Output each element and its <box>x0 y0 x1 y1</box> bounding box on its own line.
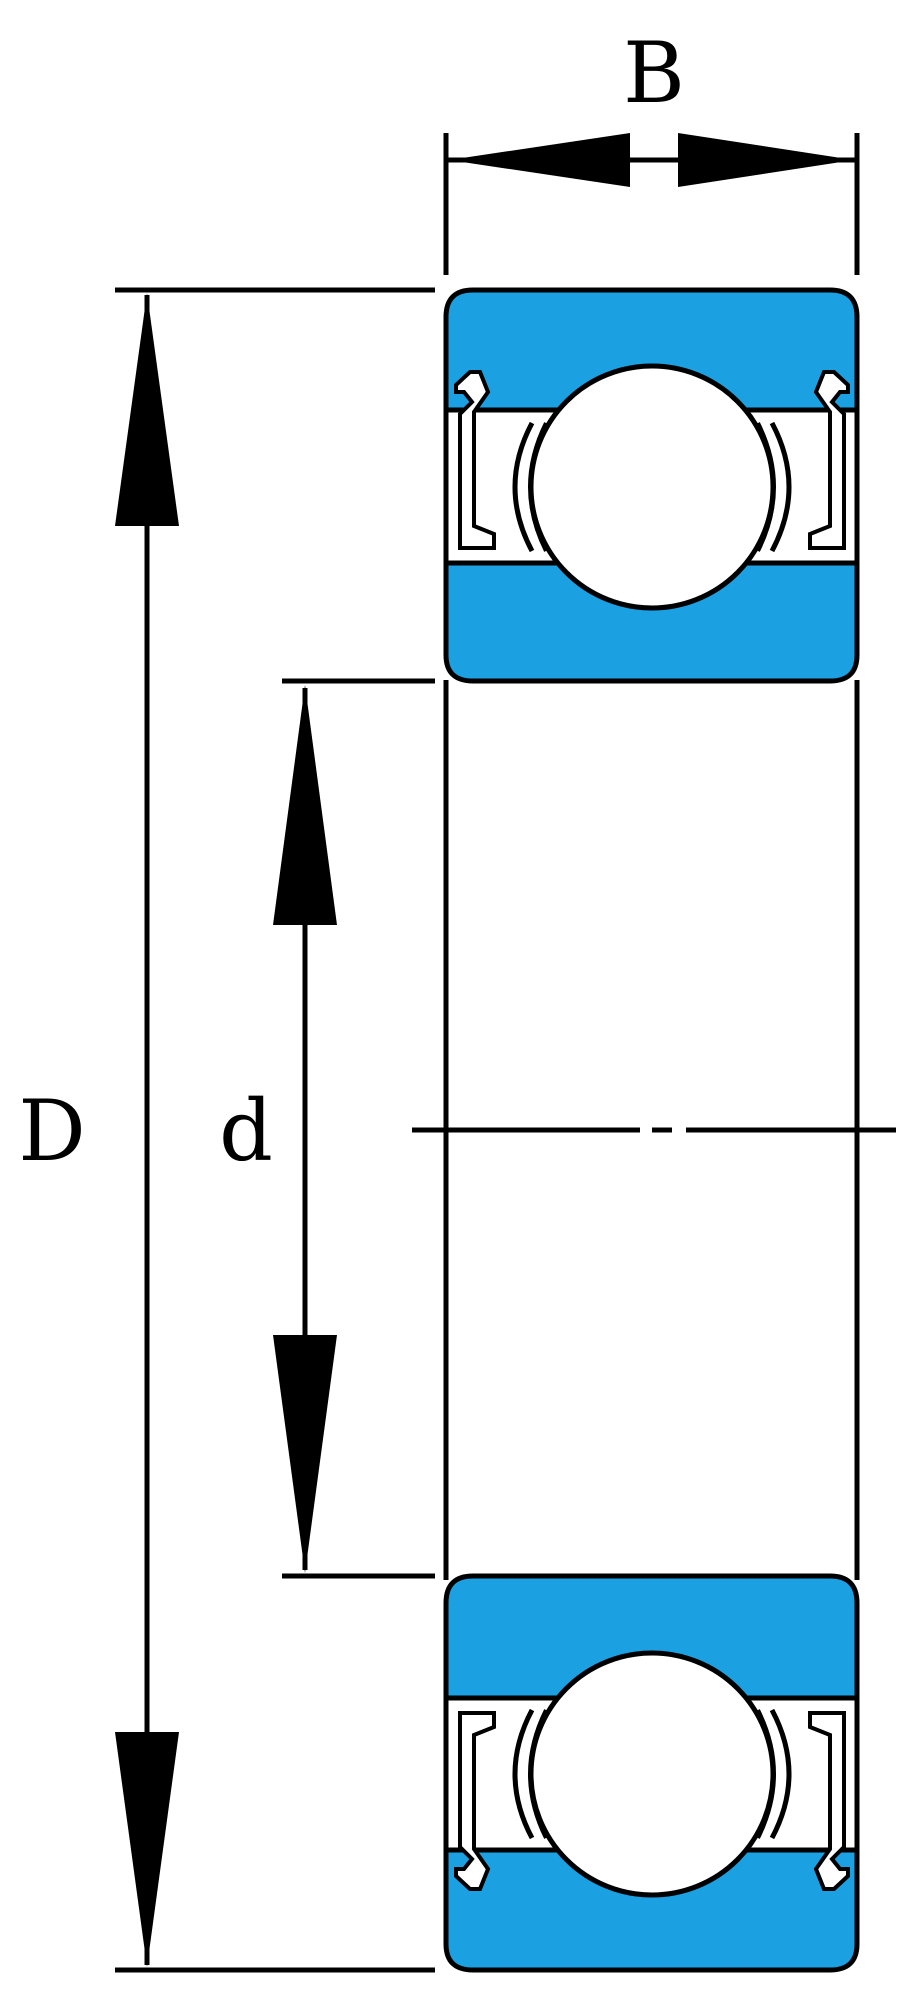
b-label: B <box>623 24 685 122</box>
bottom-outer-ring <box>443 1847 860 1973</box>
top-right-shield-icon <box>808 370 850 550</box>
d-outer-arrow-top <box>115 293 179 526</box>
d-bore-label: d <box>219 1082 273 1180</box>
bottom-right-shield-icon <box>808 1711 850 1891</box>
top-left-shield-icon <box>454 370 496 550</box>
top-section <box>443 287 860 684</box>
dimension-b <box>443 133 860 275</box>
top-inner-ring <box>443 560 860 684</box>
b-arrow-left <box>449 133 630 187</box>
d-outer-label: D <box>18 1082 85 1180</box>
bottom-section <box>443 1573 860 1973</box>
d-bore-arrow-top <box>273 685 337 925</box>
top-cage-left <box>512 421 535 553</box>
bottom-cage-left <box>512 1708 535 1840</box>
top-cage-right <box>769 421 792 553</box>
bottom-ball <box>528 1650 776 1898</box>
dimension-d-bore <box>273 678 435 1579</box>
bottom-left-shield-icon <box>454 1711 496 1891</box>
d-outer-arrow-bottom <box>115 1732 179 1967</box>
top-ball <box>528 363 776 611</box>
b-arrow-right <box>678 133 854 187</box>
d-bore-arrow-bottom <box>273 1335 337 1573</box>
dimension-d-outer <box>115 287 435 1973</box>
bottom-cage-right <box>769 1708 792 1840</box>
